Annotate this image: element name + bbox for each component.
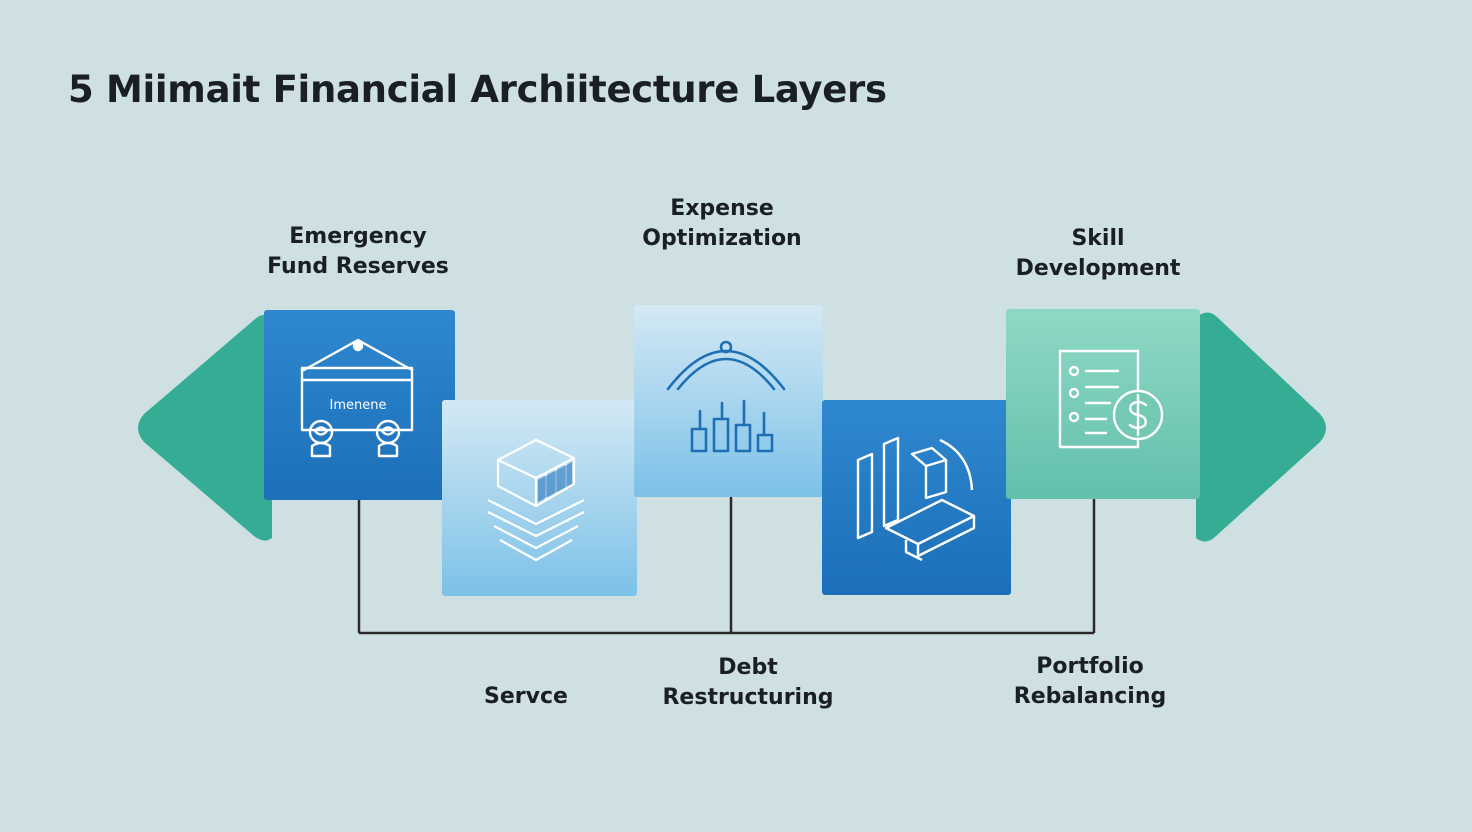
page-title: 5 Miimait Financial Archiitecture Layers: [68, 68, 887, 111]
tile-debt-restructuring: [822, 400, 1011, 595]
vault-icon-label: Imenene: [329, 398, 387, 413]
tile-service: [442, 400, 637, 596]
tile-skill-development: [1006, 309, 1200, 499]
building-blocks-icon: [856, 436, 976, 562]
stacked-blocks-icon: [487, 438, 585, 562]
document-dollar-icon: [1058, 349, 1164, 449]
umbrella-bars-icon: [666, 340, 786, 453]
vault-icon: [300, 338, 414, 458]
label-debt-restructuring: Debt Restructuring: [662, 655, 834, 710]
label-expense-optimization: Expense Optimization: [642, 196, 802, 251]
label-portfolio-rebalancing: Portfolio Rebalancing: [1013, 654, 1167, 709]
right-arrow: [1196, 312, 1326, 542]
tile-emergency-fund: Imenene: [264, 310, 455, 500]
label-skill-development: Skill Development: [1015, 226, 1181, 281]
label-service: Servce: [484, 684, 568, 709]
connector-lines: [357, 497, 1096, 635]
tile-expense-optimization: [634, 305, 823, 497]
left-arrow: [138, 314, 272, 541]
label-emergency-fund: Emergency Fund Reserves: [267, 224, 449, 279]
